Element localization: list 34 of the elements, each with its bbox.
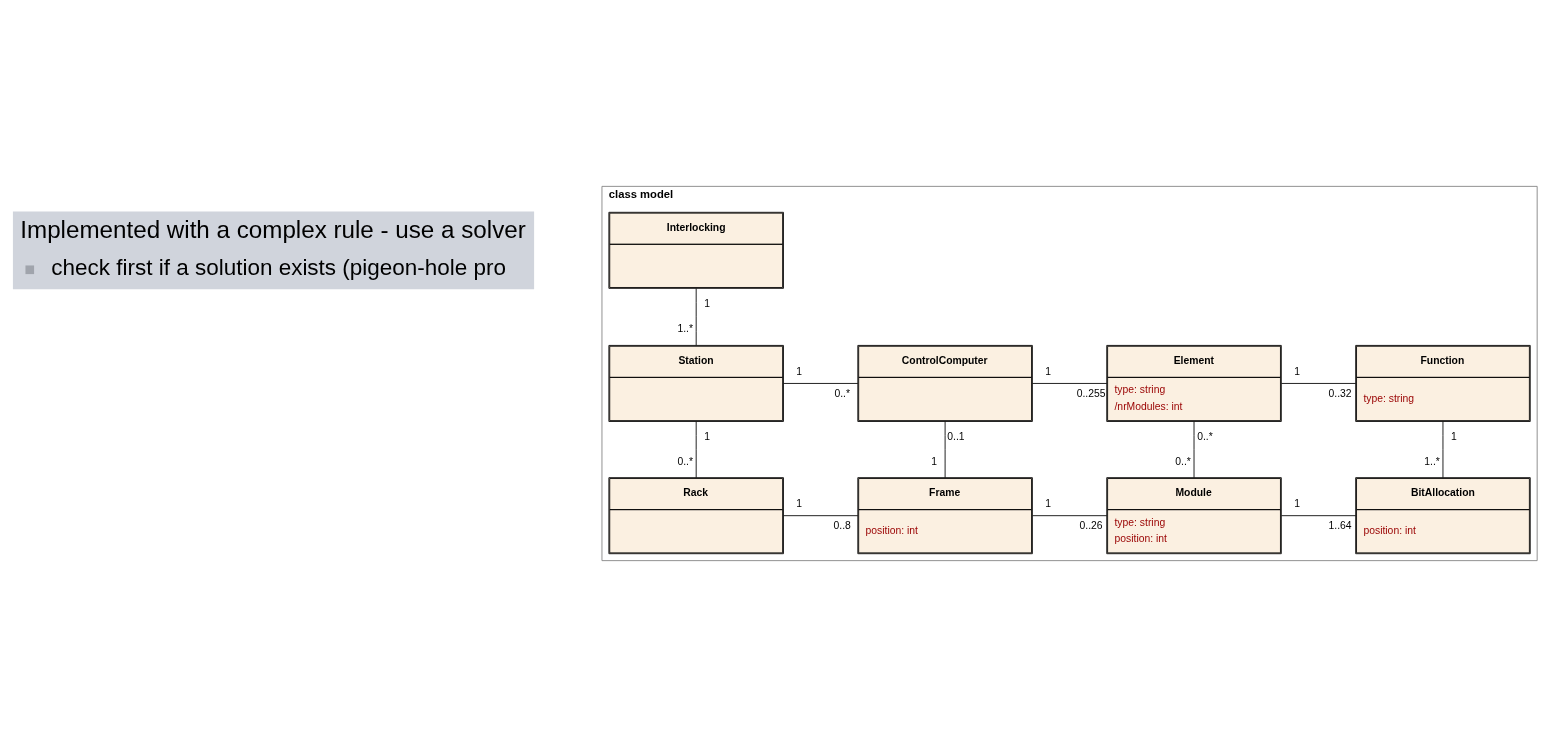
- label: 0..*: [677, 455, 694, 467]
- label: 1: [796, 366, 803, 378]
- label: 0..*: [1175, 455, 1191, 467]
- label: 1: [1294, 366, 1300, 378]
- connector: [1032, 383, 1108, 384]
- label: 1: [704, 430, 710, 442]
- label: 1..*: [1424, 455, 1440, 467]
- label: 1: [931, 455, 938, 467]
- label: 0..32: [1328, 388, 1352, 400]
- connector: [1032, 515, 1108, 517]
- label: 1: [1294, 498, 1300, 510]
- label: 0..255: [1076, 388, 1106, 400]
- label: 0..1: [947, 430, 965, 442]
- label: 1..64: [1328, 520, 1352, 532]
- label: 0..*: [834, 388, 850, 400]
- label: 1: [704, 297, 710, 309]
- label: 1: [1045, 366, 1052, 378]
- label: 1..*: [677, 323, 694, 335]
- label: 0..26: [1079, 520, 1103, 532]
- connector: [1193, 421, 1195, 479]
- connector: [783, 515, 859, 517]
- label: 1: [1045, 498, 1052, 510]
- connector: [695, 288, 697, 346]
- label: 1: [796, 498, 803, 510]
- connector: [1281, 383, 1357, 384]
- connector: [944, 421, 946, 479]
- connector: [695, 421, 697, 479]
- label: 1: [1450, 430, 1457, 442]
- label: 0..*: [1197, 430, 1213, 442]
- label: 0..8: [833, 520, 851, 532]
- connector: [783, 383, 859, 384]
- node-box: Implemented with a complex rule - use a solver check first if a solution exists (pigeon-hole pro: [12, 211, 535, 290]
- connector: [1281, 515, 1357, 517]
- connector: [1442, 421, 1444, 479]
